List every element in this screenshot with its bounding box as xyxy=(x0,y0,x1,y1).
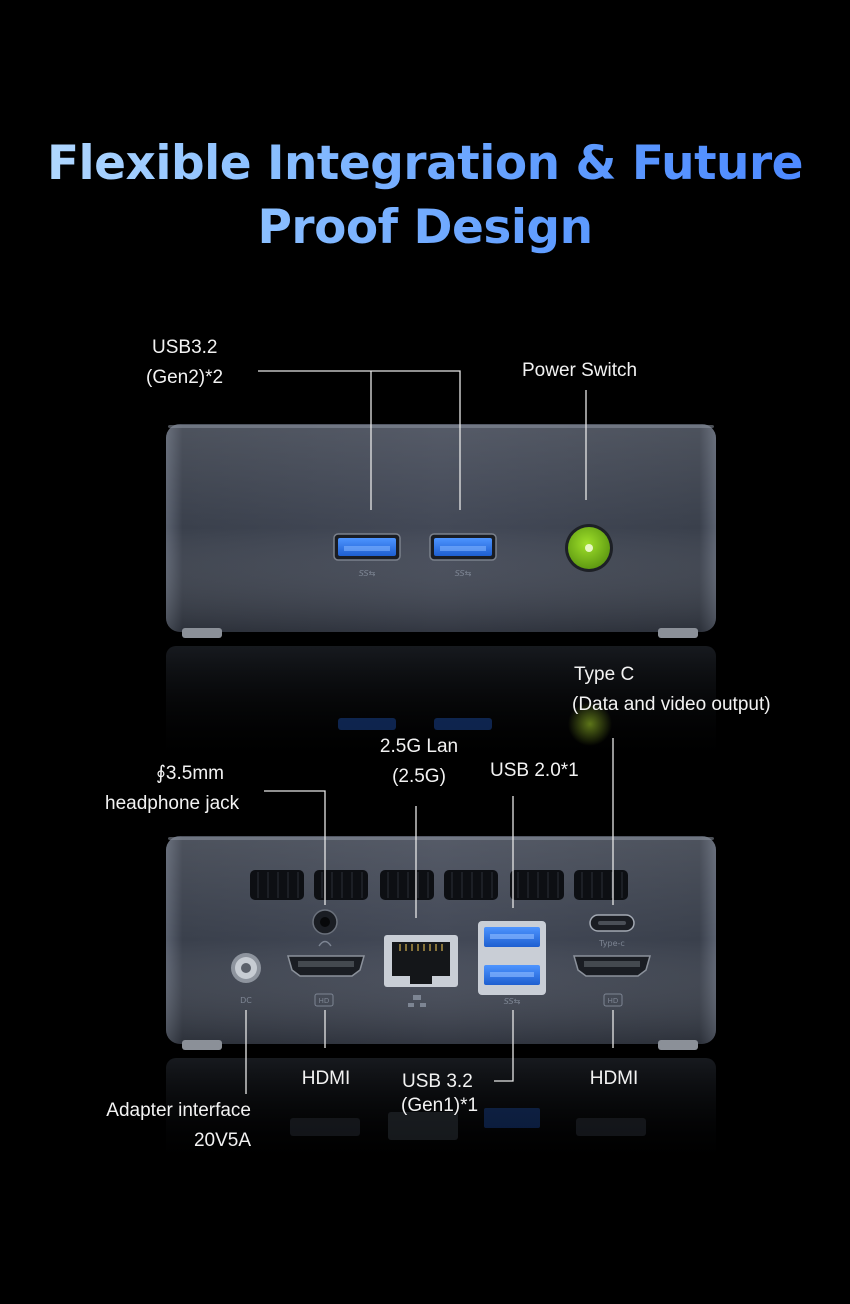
label-usb20: USB 2.0*1 xyxy=(490,760,579,781)
front-callout-lines xyxy=(258,370,587,510)
front-usb-port-2 xyxy=(429,533,497,561)
rear-vents xyxy=(250,870,628,900)
headphone-jack xyxy=(312,909,338,947)
hdmi-right-mark: HD xyxy=(608,997,619,1005)
label-adapter-line1: Adapter interface xyxy=(106,1100,251,1121)
label-lan-line2: (2.5G) xyxy=(392,766,446,787)
front-usb-ss-mark-1: SS⇆ xyxy=(359,569,376,578)
type-c-mark: Type-c xyxy=(598,939,625,948)
label-headphone-line1: ∮3.5mm xyxy=(156,763,224,784)
dc-mark: DC xyxy=(240,996,252,1005)
hdmi-port-right xyxy=(573,955,651,977)
label-headphone-line2: headphone jack xyxy=(105,793,240,814)
hdmi-port-left xyxy=(287,955,365,977)
label-type-c-line1: Type C xyxy=(574,664,635,685)
label-lan-line1: 2.5G Lan xyxy=(379,736,459,757)
label-usb32-gen1-line1: USB 3.2 xyxy=(402,1071,473,1092)
type-c-port xyxy=(589,914,635,932)
rear-usb-ss-mark: SS⇆ xyxy=(504,997,521,1006)
front-reflection xyxy=(166,646,716,766)
rear-usb-stack xyxy=(478,921,546,995)
front-usb-port-1 xyxy=(333,533,401,561)
label-adapter-line2: 20V5A xyxy=(193,1130,251,1151)
network-icon xyxy=(408,995,426,1007)
label-power-switch: Power Switch xyxy=(522,360,638,381)
label-hdmi-right: HDMI xyxy=(589,1068,639,1089)
front-usb-ss-mark-2: SS⇆ xyxy=(455,569,472,578)
lan-port xyxy=(384,935,458,1007)
label-type-c-line2: (Data and video output) xyxy=(572,694,771,715)
hdmi-left-mark-box xyxy=(314,993,334,1007)
front-chassis xyxy=(166,424,716,638)
rear-reflection xyxy=(166,1058,716,1168)
label-usb32-gen1-line2: (Gen1)*1 xyxy=(401,1095,479,1116)
label-usb32-gen2-line2: (Gen2)*2 xyxy=(146,367,224,388)
power-button[interactable] xyxy=(565,524,613,572)
dc-jack xyxy=(231,953,261,983)
hdmi-right-mark-box xyxy=(603,993,623,1007)
label-usb32-gen2-line1: USB3.2 xyxy=(152,337,218,358)
headphone-icon xyxy=(318,940,332,947)
rear-callout-lines xyxy=(245,738,614,1094)
label-hdmi-left: HDMI xyxy=(301,1068,351,1089)
hdmi-left-mark: HD xyxy=(319,997,330,1005)
